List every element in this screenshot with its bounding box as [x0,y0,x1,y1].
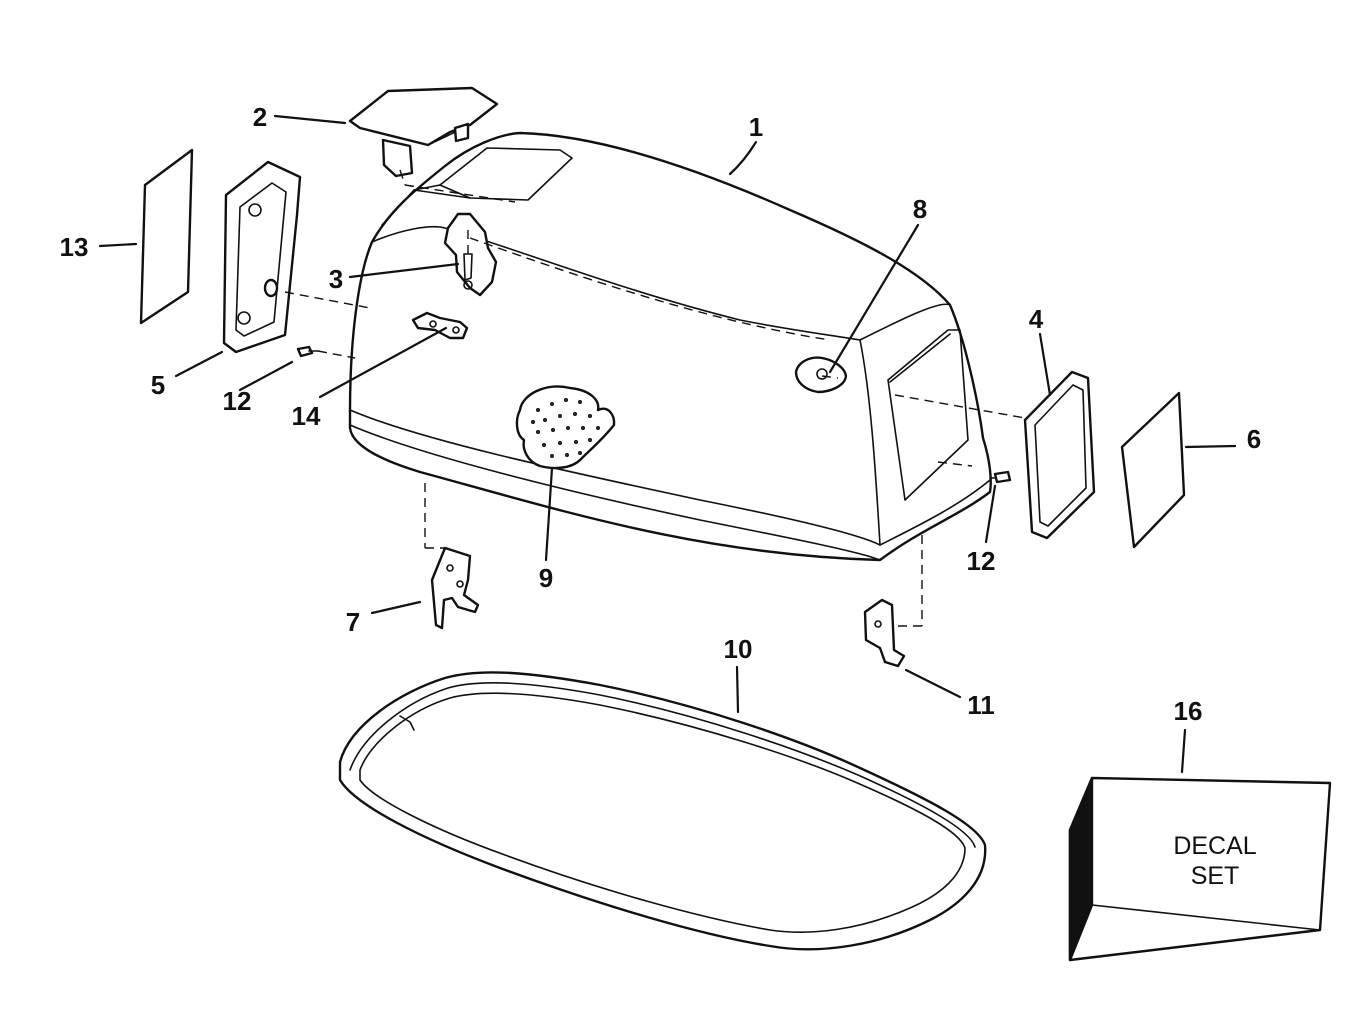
leader-lines [98,114,1237,774]
part-10-seal [338,671,987,951]
callout-16: 16 [1174,696,1203,726]
assembly-lines [284,169,1026,627]
callout-11: 11 [967,690,995,720]
part-5-frame [222,160,302,354]
callout-10: 10 [724,634,753,664]
part-12-screw-right [989,470,1012,484]
callout-9: 9 [539,563,553,593]
foam-texture [530,397,600,458]
part-14-clip [411,311,469,340]
callout-14: 14 [292,401,321,431]
part-16-decal-box: DECAL SET [1068,776,1332,962]
callout-1: 1 [749,112,763,142]
callout-2: 2 [253,102,267,132]
part-4-frame [1023,370,1096,540]
callout-12-right: 12 [967,546,996,576]
callout-5: 5 [151,370,165,400]
callout-6: 6 [1247,424,1261,454]
callout-12-left: 12 [223,386,252,416]
part-12-screw-left [296,345,319,358]
part-13-plate [139,148,194,325]
part-9-foam [515,385,616,470]
decal-label-line1: DECAL [1173,832,1256,860]
part-7-bracket [430,546,480,630]
part-11-bracket [863,598,906,668]
callout-13: 13 [60,232,89,262]
part-2-cap [348,86,499,178]
part-1-cover [348,131,992,562]
callout-3: 3 [329,264,343,294]
callout-8: 8 [913,194,927,224]
part-6-plate [1120,391,1186,549]
part-3-latch [443,212,498,297]
callout-7: 7 [346,607,360,637]
decal-label-line2: SET [1191,862,1240,890]
callout-4: 4 [1029,304,1044,334]
callout-numbers: 1 2 3 4 5 6 7 8 9 10 11 12 12 13 14 16 [60,102,1262,726]
